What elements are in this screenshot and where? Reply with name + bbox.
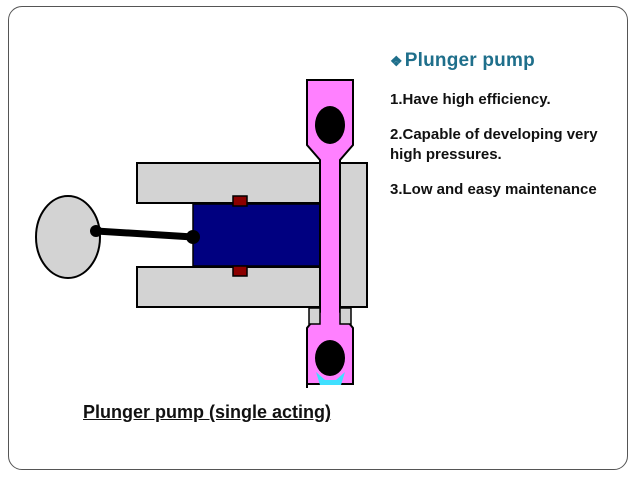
delivery-valve-ball bbox=[315, 106, 345, 144]
feature-item: 2.Capable of developing very high pressu… bbox=[390, 126, 598, 163]
feature-item: 1.Have high efficiency. bbox=[390, 91, 551, 108]
suction-valve-seat-left bbox=[308, 307, 321, 325]
feature-list: 1.Have high efficiency. 2.Capable of dev… bbox=[390, 90, 620, 215]
crank-pin bbox=[90, 225, 102, 237]
diagram-caption: Plunger pump (single acting) bbox=[83, 402, 332, 422]
casing-right-wall bbox=[339, 162, 368, 308]
feature-item: 3.Low and easy maintenance bbox=[390, 181, 597, 198]
slide-heading: ❖Plunger pump bbox=[390, 50, 535, 72]
connecting-rod bbox=[92, 227, 197, 241]
crank-wheel bbox=[35, 195, 101, 279]
slide-frame bbox=[8, 6, 628, 470]
suction-valve-seat-right bbox=[339, 307, 352, 325]
plunger bbox=[192, 203, 321, 267]
packing-seal-top bbox=[232, 195, 248, 207]
fluid-channel bbox=[306, 79, 354, 385]
suction-valve-ball bbox=[315, 340, 345, 376]
packing-seal-bottom bbox=[232, 265, 248, 277]
gudgeon-pin bbox=[186, 230, 200, 244]
heading-text: Plunger pump bbox=[404, 50, 535, 71]
fluid-inlet bbox=[316, 372, 345, 385]
diamond-bullet-icon: ❖ bbox=[390, 53, 403, 69]
